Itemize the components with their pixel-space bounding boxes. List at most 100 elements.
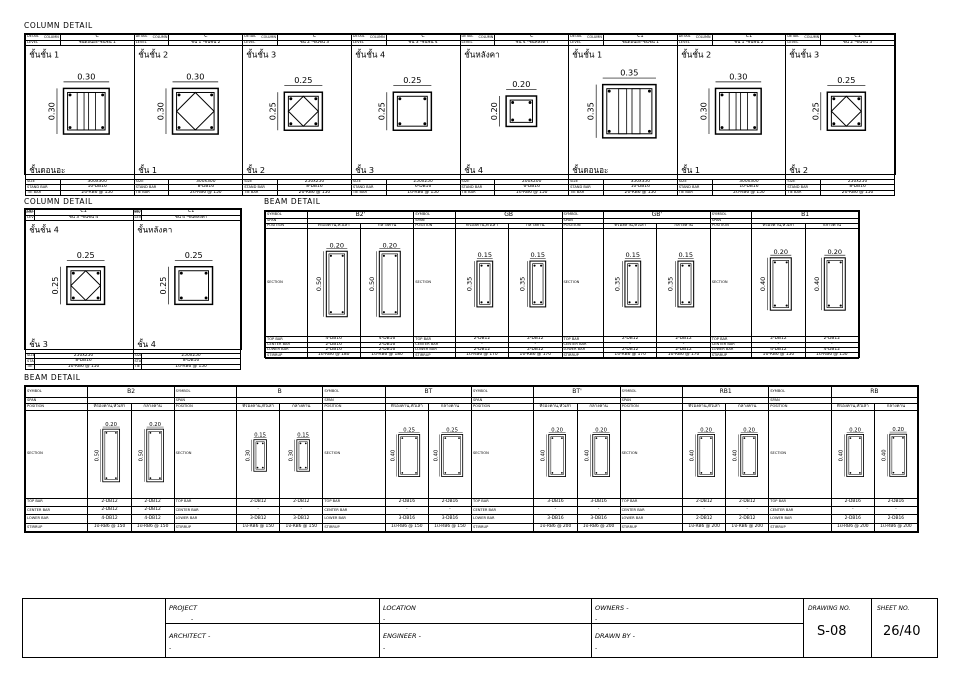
top-label: TOP BAR (24, 497, 89, 507)
mid-position: กลางคาน (873, 402, 919, 411)
rebar-dot (857, 97, 861, 101)
rebar-dot (849, 436, 851, 439)
symbol-label: SYMBOL (322, 385, 386, 399)
beam-section-drawing: 0.200.40 (813, 248, 846, 311)
beam-mid-lower: 4-DB12 (130, 514, 175, 524)
beam-stirrup (772, 260, 790, 308)
column-outline (173, 266, 213, 306)
rebar-dot (858, 471, 861, 474)
beam-section-drawing: 0.200.50 (95, 422, 121, 482)
dim-width-label: 0.20 (512, 79, 530, 89)
column-section-drawing: ชั้นชั้น 2ชั้น 10.300.30 (138, 49, 219, 175)
column-outline (62, 87, 110, 135)
beam-support-top: 2-DB12 (87, 497, 132, 507)
beam-outline (397, 433, 420, 477)
beam-section-drawing: 0.200.40 (584, 427, 610, 477)
section-label: SECTION (173, 409, 238, 499)
rebar-dot (341, 311, 344, 314)
top-label: TOP BAR (619, 497, 684, 507)
beam-mid-stirrup: 1ป-RB6 @ 150 (427, 522, 472, 533)
column-stand: 10-DB16 (59, 184, 135, 191)
owners-value: - (595, 616, 598, 623)
drawing-no-label: DRAWING NO. (808, 605, 851, 612)
rebar-dot (401, 471, 403, 474)
column-detail-title: COLUMN DETAIL (24, 21, 93, 30)
column-size: 250x250 (820, 179, 895, 186)
symbol-label: SYMBOL (173, 385, 238, 399)
rebar-dot (540, 264, 543, 267)
rebar-dot (753, 436, 755, 439)
stirrup-label: STIRRUP (561, 352, 604, 359)
detail-header-label: DETAIL (244, 34, 257, 39)
rebar-dot (394, 311, 397, 314)
rebar-dot (857, 122, 861, 126)
beam-support-stirrup: 1ป-RB6 @ 150 (236, 522, 281, 533)
beam-stirrup (699, 435, 713, 475)
column-level: ชั้น 1 -ชั้นชั้น 2 (168, 39, 244, 47)
rebar-dot (551, 436, 554, 439)
rebar-dot (720, 126, 724, 130)
beam-stirrup (105, 430, 119, 480)
rebar-dot (688, 301, 691, 304)
lower-label: LOWER BAR (173, 514, 238, 524)
beam-mid-lower: 3-DB16 (576, 514, 621, 524)
beam-support-center: 2-DB12 (87, 505, 132, 516)
column-stand: 8-DB16 (168, 184, 244, 191)
symbol-label: SYMBOL (470, 385, 535, 399)
column-stand: 6-DB16 (385, 184, 461, 191)
beam-height-label: 0.40 (433, 449, 439, 461)
column-tie: 1ป-RB6 @ 150 (494, 189, 570, 197)
stirrup-label: STIRRUP (322, 522, 386, 533)
column-bottom-level: ชั้น 3 (355, 164, 374, 175)
beam-mid-stirrup: 1ป-RB6 @ 150 (804, 352, 860, 359)
beam-detail-title: BEAM DETAIL (264, 197, 321, 206)
beam-mark: B2' (306, 211, 415, 219)
rebar-dot (289, 97, 293, 101)
column-stirrup (396, 95, 428, 127)
column-stirrup (67, 92, 106, 131)
beam-mid-stirrup: 1ป-RB6 @ 170 (508, 352, 563, 359)
beam-mid-lower: 2-DB16 (359, 346, 415, 354)
architect-label: ARCHITECT - (169, 632, 211, 640)
dim-height-label: 0.25 (159, 277, 168, 295)
dim-height-label: 0.25 (811, 102, 821, 120)
rebar-dot (444, 471, 447, 474)
beam-outline (548, 433, 567, 477)
column-bottom-level: ชั้น 1 (681, 164, 700, 175)
beam-mark: B2 (87, 385, 175, 399)
beam-section-drawing: 0.150.35 (667, 251, 695, 308)
column-top-level: ชั้นชั้น 3 (790, 49, 820, 60)
top-label: TOP BAR (322, 497, 386, 507)
rebar-dot (299, 442, 302, 444)
rebar-dot (96, 271, 100, 275)
column-level: ชั้นดอนอะ-ชั้นชั้น 1 (602, 39, 678, 47)
beam-support-stirrup: 1ป-RB6 @ 180 (306, 352, 361, 359)
column-stirrup (718, 92, 758, 131)
beam-support-stirrup: 1ป-RB6 @ 200 (682, 522, 727, 533)
rebar-dot (68, 126, 72, 130)
column-inner-tie (631, 88, 641, 135)
rebar-dot (533, 301, 536, 304)
top-label: TOP BAR (768, 497, 832, 507)
beam-section-drawing: 0.200.40 (690, 427, 716, 477)
center-label: CENTER BAR (24, 505, 89, 516)
dim-width-label: 0.30 (186, 72, 204, 82)
mid-position: กลางคาน (656, 222, 711, 230)
beam-section-drawing: 0.200.50 (368, 241, 401, 318)
top-label: TOP BAR (173, 497, 238, 507)
beam-support-top: 2-DB12 (682, 497, 727, 507)
tie-label: TIE BAR (459, 189, 496, 197)
column-diamond-tie (175, 91, 215, 131)
dim-height-label: 0.30 (155, 102, 165, 120)
dim-width-label: 0.25 (295, 75, 313, 85)
beam-support-center: - (682, 505, 727, 516)
rebar-dot (528, 101, 531, 105)
rebar-dot (96, 296, 100, 300)
